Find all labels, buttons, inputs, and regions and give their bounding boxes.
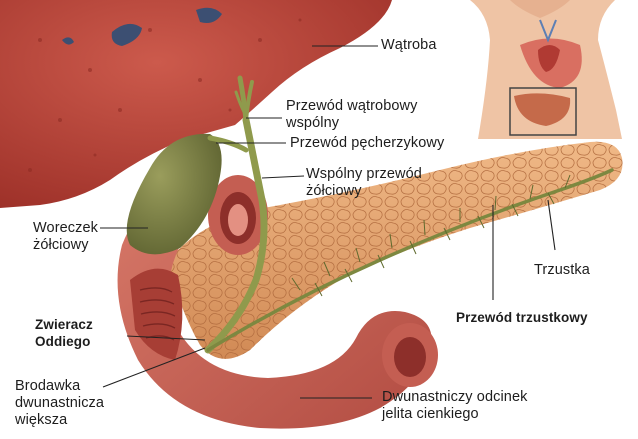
label-pancreatic-duct: Przewód trzustkowy bbox=[456, 309, 588, 326]
label-sphincter-of-oddi: Zwieracz Oddiego bbox=[35, 316, 93, 350]
label-duodenum: Dwunastniczy odcinek jelita cienkiego bbox=[382, 389, 527, 423]
label-major-duodenal-papilla: Brodawka dwunastnicza większa bbox=[15, 378, 104, 429]
label-gallbladder: Woreczek żółciowy bbox=[33, 220, 98, 254]
label-pancreas: Trzustka bbox=[534, 262, 590, 279]
label-common-hepatic-duct: Przewód wątrobowy wspólny bbox=[286, 98, 417, 132]
inset-torso bbox=[470, 0, 622, 139]
label-liver: Wątroba bbox=[381, 37, 437, 54]
label-cystic-duct: Przewód pęcherzykowy bbox=[290, 135, 444, 152]
label-common-bile-duct: Wspólny przewód żółciowy bbox=[306, 166, 422, 200]
